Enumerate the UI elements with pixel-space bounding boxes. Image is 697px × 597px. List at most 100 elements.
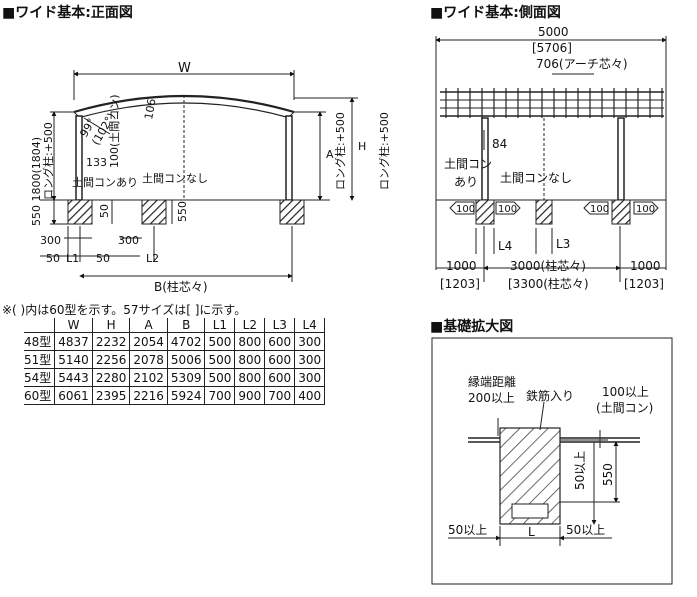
side-soil-ari-label: あり [454, 175, 478, 189]
front-soil-concrete-label: 土間コンあり [72, 176, 138, 189]
table-cell: 600 [264, 368, 296, 387]
side-100-label-1: 100 [456, 204, 475, 215]
table-cell: 60型 [24, 386, 56, 405]
table-note: ※( )内は60型を示す。57サイズは[ ]に示す。 [2, 303, 247, 317]
table-cell: 2280 [91, 368, 131, 387]
table-cell: 500 [204, 350, 236, 369]
foundation-detail [431, 337, 673, 585]
table-cell: 6061 [54, 386, 93, 405]
detail-edge-200-label: 200以上 [468, 391, 515, 405]
table-header: L1 [204, 318, 236, 333]
side-soil-label: 土間コン [444, 157, 492, 171]
front-A-label: A [326, 148, 334, 161]
table-cell: 5309 [166, 368, 206, 387]
table-cell: 5924 [166, 386, 206, 405]
side-1000-left-label: 1000 [446, 259, 477, 273]
front-300-right-label: 300 [118, 234, 139, 247]
table-cell: 500 [204, 332, 236, 351]
front-L2-label: L2 [146, 252, 159, 265]
front-no-soil-label: 土間コンなし [142, 172, 208, 185]
table-cell: 600 [264, 350, 296, 369]
table-header: W [54, 318, 93, 333]
table-cell: 400 [294, 386, 326, 405]
table-header: B [166, 318, 206, 333]
front-view-title: ■ワイド基本:正面図 [2, 5, 133, 21]
detail-100-label: 100以上 [602, 385, 649, 399]
table-row: 48型 4837 2232 2054 4702 500 800 600 300 [24, 332, 326, 351]
front-B-label: B(柱芯々) [154, 279, 208, 294]
table-cell: 800 [234, 332, 266, 351]
front-550-label: 550 [176, 201, 189, 222]
table-cell: 2395 [91, 386, 131, 405]
detail-50-right-label: 50以上 [566, 523, 605, 537]
front-long-post-left-label: ロング柱:+500 [41, 122, 55, 200]
table-cell: 700 [204, 386, 236, 405]
table-header: L3 [264, 318, 296, 333]
table-header [24, 318, 56, 333]
side-view-title: ■ワイド基本:側面図 [430, 5, 561, 21]
table-cell: 800 [234, 368, 266, 387]
side-L4-label: L4 [498, 239, 512, 253]
spec-table: W H A B L1 L2 L3 L4 48型 4837 2232 2054 4… [24, 318, 326, 405]
table-cell: 300 [294, 368, 326, 387]
table-cell: 5443 [54, 368, 93, 387]
table-cell: 700 [264, 386, 296, 405]
table-cell: 2078 [129, 350, 168, 369]
table-header: H [91, 318, 131, 333]
table-row: 51型 5140 2256 2078 5006 500 800 600 300 [24, 350, 326, 369]
detail-soil-concrete-label: (土間コン) [596, 401, 653, 415]
table-cell: 54型 [24, 368, 56, 387]
front-50-label: 50 [98, 204, 111, 218]
table-cell: 800 [234, 350, 266, 369]
side-1203-left-label: [1203] [440, 277, 480, 291]
front-H-label: H [358, 140, 366, 153]
side-706-label: 706(アーチ芯々) [536, 57, 628, 71]
front-133-label: 133 [86, 156, 107, 169]
table-cell: 4837 [54, 332, 93, 351]
table-cell: 2232 [91, 332, 131, 351]
side-84-label: 84 [492, 137, 507, 151]
table-header-row: W H A B L1 L2 L3 L4 [24, 318, 326, 333]
front-long-post-A-label: ロング柱:+500 [333, 112, 347, 190]
side-3300-label: [3300(柱芯々) [508, 276, 589, 291]
table-cell: 51型 [24, 350, 56, 369]
front-view [40, 70, 358, 282]
table-cell: 600 [264, 332, 296, 351]
table-cell: 2102 [129, 368, 168, 387]
side-100-label-3: 100 [590, 204, 609, 215]
table-cell: 5006 [166, 350, 206, 369]
side-100-label-2: 100 [498, 204, 517, 215]
table-cell: 2256 [91, 350, 131, 369]
table-header: L2 [234, 318, 266, 333]
table-header: L4 [294, 318, 326, 333]
front-height-label: 550 1800(1804) [30, 137, 43, 226]
table-cell: 5140 [54, 350, 93, 369]
side-1203-right-label: [1203] [624, 277, 664, 291]
front-50-bottom-right-label: 50 [96, 252, 110, 265]
detail-550-label: 550 [601, 463, 615, 486]
table-cell: 4702 [166, 332, 206, 351]
table-cell: 300 [294, 350, 326, 369]
side-L3-label: L3 [556, 237, 570, 251]
front-300-left-label: 300 [40, 234, 61, 247]
table-header: A [129, 318, 168, 333]
table-row: 54型 5443 2280 2102 5309 500 800 600 300 [24, 368, 326, 387]
front-106-label: 106 [142, 98, 158, 121]
detail-L-label: L [528, 525, 535, 539]
front-L1-label: L1 [66, 252, 79, 265]
detail-edge-distance-label: 縁端距離 [468, 374, 516, 389]
front-50-bottom-label: 50 [46, 252, 60, 265]
table-row: 60型 6061 2395 2216 5924 700 900 700 400 [24, 386, 326, 405]
foundation-detail-title: ■基礎拡大図 [430, 319, 514, 335]
detail-rebar-label: 鉄筋入り [526, 388, 574, 403]
side-5000-label: 5000 [538, 25, 569, 39]
side-1000-right-label: 1000 [630, 259, 661, 273]
side-3000-label: 3000(柱芯々) [510, 258, 586, 273]
table-cell: 500 [204, 368, 236, 387]
detail-50-vertical-label: 50以上 [573, 451, 587, 490]
table-cell: 48型 [24, 332, 56, 351]
table-cell: 2216 [129, 386, 168, 405]
front-soil-thickness-label: 100(土間コン) [108, 94, 121, 168]
side-no-soil-label: 土間コンなし [500, 171, 572, 185]
